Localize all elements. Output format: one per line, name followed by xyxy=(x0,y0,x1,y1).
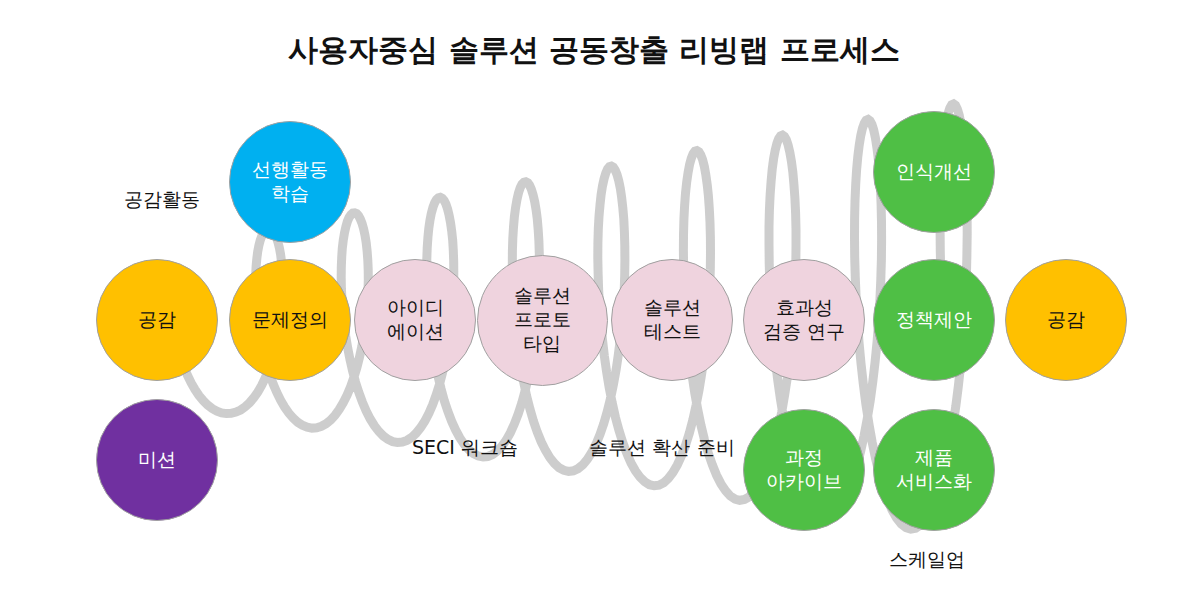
process-circle: 솔루션 프로토 타입 xyxy=(477,255,608,386)
circle-label: 공감 xyxy=(138,308,176,332)
circle-label: 문제정의 xyxy=(252,308,328,332)
circle-label: 미션 xyxy=(138,448,176,472)
process-circle: 효과성 검증 연구 xyxy=(743,259,865,381)
circle-label: 제품 서비스화 xyxy=(888,446,980,494)
circle-label: 선행활동 학습 xyxy=(244,158,336,206)
circle-label: 솔루션 프로토 타입 xyxy=(496,284,588,355)
process-circle: 미션 xyxy=(96,399,218,521)
stage-label: SECI 워크숍 xyxy=(412,435,518,461)
circle-label: 효과성 검증 연구 xyxy=(758,296,850,344)
process-circle: 문제정의 xyxy=(229,259,351,381)
process-circle: 정책제안 xyxy=(873,259,995,381)
circle-label: 인식개선 xyxy=(896,160,972,184)
stage-label: 공감활동 xyxy=(124,187,200,213)
process-circle: 제품 서비스화 xyxy=(873,409,995,531)
process-circle: 과정 아카이브 xyxy=(743,409,865,531)
stage-label: 솔루션 확산 준비 xyxy=(589,435,734,461)
diagram-title: 사용자중심 솔루션 공동창출 리빙랩 프로세스 xyxy=(0,30,1188,71)
circle-label: 아이디 에이션 xyxy=(369,296,461,344)
process-circle: 아이디 에이션 xyxy=(354,259,476,381)
process-circle: 솔루션 테스트 xyxy=(611,259,733,381)
circle-label: 솔루션 테스트 xyxy=(626,296,718,344)
circle-label: 과정 아카이브 xyxy=(758,446,850,494)
process-circle: 선행활동 학습 xyxy=(229,121,351,243)
process-circle: 인식개선 xyxy=(873,111,995,233)
process-circle: 공감 xyxy=(96,259,218,381)
circle-label: 정책제안 xyxy=(896,308,972,332)
stage-label: 스케일업 xyxy=(889,547,965,573)
process-circle: 공감 xyxy=(1005,259,1127,381)
circle-label: 공감 xyxy=(1047,308,1085,332)
